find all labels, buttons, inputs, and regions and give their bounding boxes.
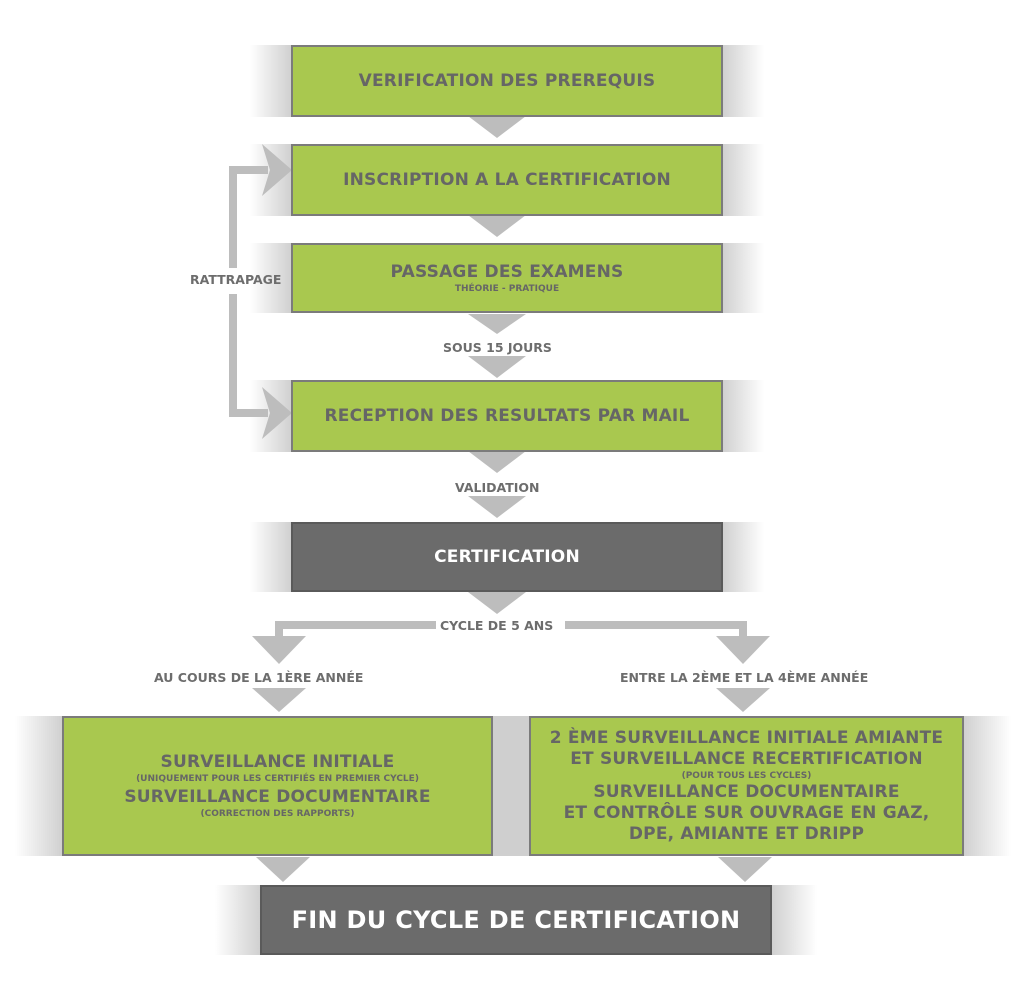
right-box-line2: ET SURVEILLANCE RECERTIFICATION: [570, 748, 923, 769]
right-branch-box: 2 ÈME SURVEILLANCE INITIALE AMIANTE ET S…: [529, 716, 964, 856]
step-fin-cycle: FIN DU CYCLE DE CERTIFICATION: [260, 885, 772, 955]
right-branch-label: ENTRE LA 2ÈME ET LA 4ÈME ANNÉE: [620, 670, 869, 685]
shadow-band: [722, 144, 764, 216]
step-reception-label: RECEPTION DES RESULTATS PAR MAIL: [324, 405, 690, 426]
step-passage: PASSAGE DES EXAMENS THÉORIE - PRATIQUE: [291, 243, 723, 313]
left-box-line1: SURVEILLANCE INITIALE: [160, 752, 395, 772]
down-arrow: [468, 592, 526, 614]
rattrapage-label: RATTRAPAGE: [190, 272, 282, 287]
down-arrow: [468, 451, 526, 473]
step-passage-sublabel: THÉORIE - PRATIQUE: [454, 283, 560, 294]
step-reception: RECEPTION DES RESULTATS PAR MAIL: [291, 380, 723, 452]
step-certification: CERTIFICATION: [291, 522, 723, 592]
down-arrow: [468, 496, 526, 518]
down-arrow: [252, 636, 306, 664]
step-inscription-label: INSCRIPTION A LA CERTIFICATION: [343, 169, 671, 190]
down-arrow: [718, 857, 772, 882]
left-branch-label: AU COURS DE LA 1ÈRE ANNÉE: [154, 670, 364, 685]
sous-15-jours-label: SOUS 15 JOURS: [443, 340, 552, 355]
left-box-line2-sub: (CORRECTION DES RAPPORTS): [200, 809, 355, 819]
left-box-line1-sub: (UNIQUEMENT POUR LES CERTIFIÉS EN PREMIE…: [136, 774, 419, 784]
shadow-band: [722, 380, 764, 452]
shadow-band: [722, 45, 764, 117]
right-box-line5: DPE, AMIANTE ET DRIPP: [628, 823, 865, 844]
shadow-band: [15, 716, 63, 856]
shadow-band: [250, 243, 292, 313]
shadow-band: [250, 522, 292, 592]
right-arrow: [262, 387, 292, 439]
right-box-line2-sub: (POUR TOUS LES CYCLES): [681, 770, 812, 781]
down-arrow: [252, 688, 306, 712]
down-arrow: [468, 356, 526, 378]
step-verification: VERIFICATION DES PREREQUIS: [291, 45, 723, 117]
down-arrow: [716, 688, 770, 712]
shadow-band: [250, 45, 292, 117]
rattrapage-line: [229, 166, 268, 268]
down-arrow: [468, 314, 526, 334]
validation-label: VALIDATION: [455, 480, 540, 495]
shadow-band: [722, 522, 764, 592]
down-arrow: [716, 636, 770, 664]
right-box-line1: 2 ÈME SURVEILLANCE INITIALE AMIANTE: [549, 727, 944, 748]
shadow-band: [963, 716, 1011, 856]
shadow-band: [215, 885, 261, 955]
down-arrow: [468, 116, 526, 138]
branch-line: [275, 621, 436, 640]
cycle-label: CYCLE DE 5 ANS: [440, 618, 554, 633]
down-arrow: [468, 215, 526, 237]
rattrapage-line: [229, 294, 268, 417]
shadow-band: [771, 885, 817, 955]
step-verification-label: VERIFICATION DES PREREQUIS: [358, 70, 656, 91]
right-box-line4: ET CONTRÔLE SUR OUVRAGE EN GAZ,: [563, 802, 930, 823]
right-arrow: [262, 144, 292, 196]
left-branch-box: SURVEILLANCE INITIALE (UNIQUEMENT POUR L…: [62, 716, 493, 856]
step-certification-label: CERTIFICATION: [434, 546, 580, 567]
shadow-band: [722, 243, 764, 313]
left-box-line2: SURVEILLANCE DOCUMENTAIRE: [124, 787, 431, 807]
right-box-line3: SURVEILLANCE DOCUMENTAIRE: [593, 781, 900, 802]
step-inscription: INSCRIPTION A LA CERTIFICATION: [291, 144, 723, 216]
down-arrow: [256, 857, 310, 882]
branch-line: [565, 621, 747, 640]
step-passage-label: PASSAGE DES EXAMENS: [390, 261, 624, 282]
shadow-band: [492, 716, 530, 856]
step-fin-cycle-label: FIN DU CYCLE DE CERTIFICATION: [291, 906, 741, 934]
